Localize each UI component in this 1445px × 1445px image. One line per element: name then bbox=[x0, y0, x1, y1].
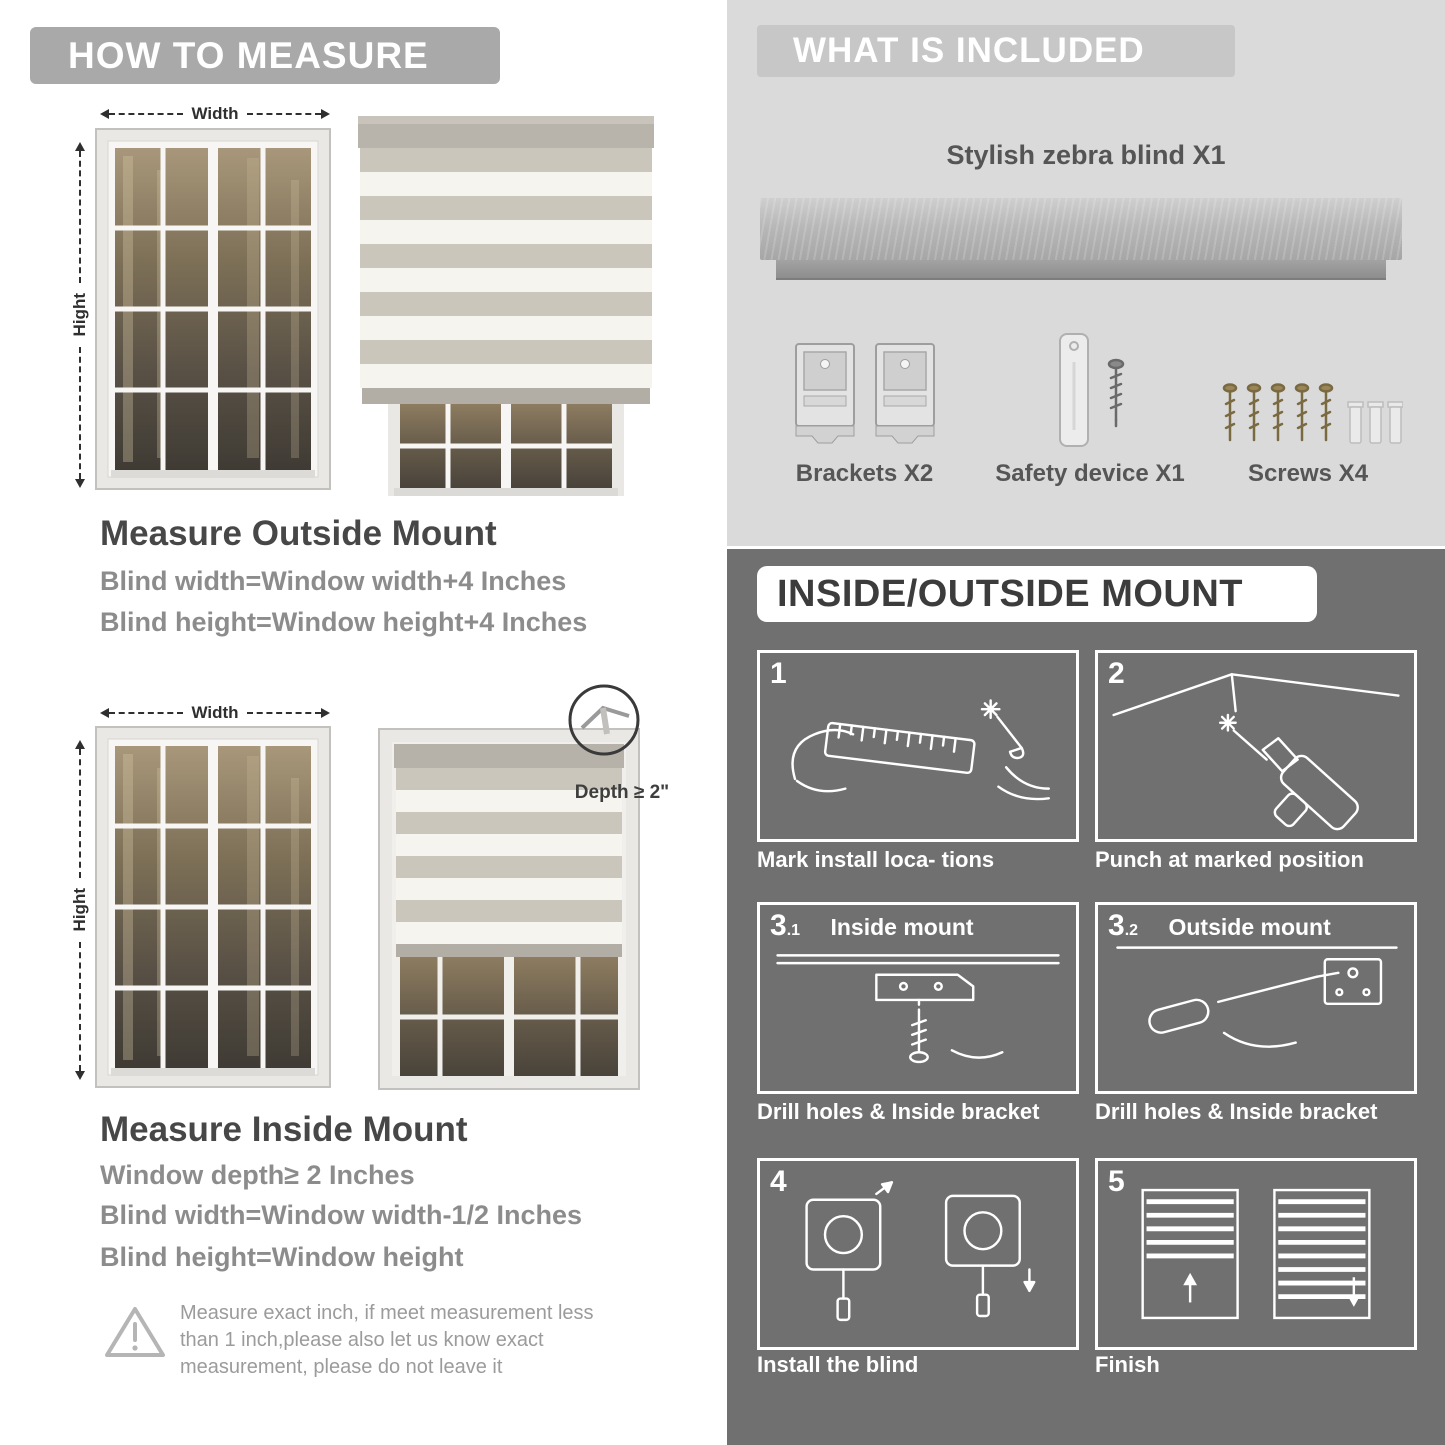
outside-mount-blind-illustration bbox=[358, 116, 654, 496]
drill-drawing bbox=[1112, 673, 1400, 831]
outside-bracket-drawing bbox=[1116, 946, 1398, 1048]
height-dimension-arrow: Hight bbox=[70, 740, 90, 1080]
inside-width-formula: Blind width=Window width-1/2 Inches bbox=[100, 1200, 583, 1230]
safety-device-icon bbox=[1059, 333, 1125, 447]
step-number: 5 bbox=[1108, 1165, 1125, 1198]
brackets-icon bbox=[795, 343, 935, 444]
step-panel-4: 4 bbox=[757, 1158, 1079, 1350]
measurement-warning-text: Measure exact inch, if meet measurement … bbox=[180, 1302, 594, 1378]
step-number: 3.2 Outside mount bbox=[1108, 909, 1331, 942]
width-dimension-arrow: Width bbox=[100, 104, 330, 124]
step-number: 3.1 Inside mount bbox=[770, 909, 974, 942]
step-caption-3-1: Drill holes & Inside bracket bbox=[757, 1099, 1040, 1124]
step-panel-2: 2 bbox=[1095, 650, 1417, 842]
arrow-up-icon bbox=[75, 740, 85, 749]
height-dimension-arrow: Hight bbox=[70, 142, 90, 488]
product-label: Stylish zebra blind X1 bbox=[946, 140, 1226, 170]
arrow-down-icon bbox=[75, 1071, 85, 1080]
width-label: Width bbox=[191, 104, 239, 123]
step-panel-1: 1 bbox=[757, 650, 1079, 842]
step-caption-1: Mark install loca- tions bbox=[757, 847, 995, 872]
zebra-blind-headrail-image bbox=[760, 198, 1402, 260]
height-label: Hight bbox=[70, 888, 89, 932]
how-to-measure-header: HOW TO MEASURE bbox=[30, 27, 500, 84]
step-number: 4 bbox=[770, 1165, 787, 1198]
inside-depth-formula: Window depth≥ 2 Inches bbox=[100, 1160, 415, 1190]
screws-label: Screws X4 bbox=[1247, 460, 1369, 487]
step-caption-4: Install the blind bbox=[757, 1352, 919, 1377]
safety-device-label: Safety device X1 bbox=[995, 460, 1185, 487]
arrow-right-icon bbox=[321, 109, 330, 119]
window-photo-illustration bbox=[95, 726, 331, 1088]
step-panel-5: 5 bbox=[1095, 1158, 1417, 1350]
step-number: 1 bbox=[770, 657, 787, 690]
install-blind-drawing bbox=[805, 1181, 1036, 1322]
arrow-down-icon bbox=[75, 479, 85, 488]
step-panel-3-2: 3.2 Outside mount bbox=[1095, 902, 1417, 1094]
screws-icon bbox=[1222, 383, 1403, 444]
width-dimension-arrow: Width bbox=[100, 703, 330, 723]
step-number: 2 bbox=[1108, 657, 1125, 690]
inside-outside-mount-header: INSIDE/OUTSIDE MOUNT bbox=[757, 566, 1317, 622]
brackets-label: Brackets X2 bbox=[795, 460, 934, 487]
depth-callout-circle bbox=[566, 682, 642, 758]
mark-location-drawing bbox=[791, 699, 1050, 801]
outside-height-formula: Blind height=Window height+4 Inches bbox=[100, 607, 588, 637]
height-label: Hight bbox=[70, 293, 89, 337]
window-photo-illustration bbox=[95, 128, 331, 490]
step-caption-2: Punch at marked position bbox=[1095, 847, 1364, 872]
measure-inside-mount-title: Measure Inside Mount bbox=[100, 1110, 468, 1149]
inside-bracket-drawing bbox=[776, 954, 1060, 1064]
inside-mount-blind-illustration bbox=[378, 728, 640, 1090]
step-panel-3-1: 3.1 Inside mount bbox=[757, 902, 1079, 1094]
width-label: Width bbox=[191, 703, 239, 722]
outside-width-formula: Blind width=Window width+4 Inches bbox=[100, 566, 567, 596]
arrow-left-icon bbox=[100, 109, 109, 119]
step-caption-5: Finish bbox=[1095, 1352, 1160, 1377]
warning-triangle-icon bbox=[105, 1307, 165, 1357]
depth-label: Depth ≥ 2" bbox=[574, 782, 670, 803]
measure-outside-mount-title: Measure Outside Mount bbox=[100, 514, 497, 553]
arrow-right-icon bbox=[321, 708, 330, 718]
what-is-included-header: WHAT IS INCLUDED bbox=[757, 25, 1235, 77]
arrow-up-icon bbox=[75, 142, 85, 151]
zebra-blind-headrail-lip bbox=[776, 260, 1386, 280]
inside-height-formula: Blind height=Window height bbox=[100, 1242, 464, 1272]
finished-blind-drawing bbox=[1141, 1188, 1371, 1320]
step-caption-3-2: Drill holes & Inside bracket bbox=[1095, 1099, 1378, 1124]
arrow-left-icon bbox=[100, 708, 109, 718]
